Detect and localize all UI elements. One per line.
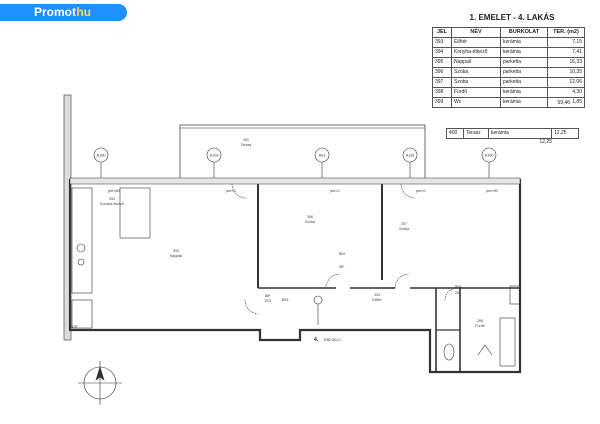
- door-swing: [231, 183, 247, 199]
- section-marker: [313, 295, 323, 325]
- toilet-icon: [443, 343, 455, 361]
- window-label: A03: [319, 154, 326, 158]
- storage-unit: [71, 299, 93, 329]
- room-code-room2: 397: [401, 222, 407, 226]
- room-name-kitchen: Konyha-étkező: [100, 202, 124, 206]
- table-row: 399 Wc kerámia 1,85: [432, 97, 585, 108]
- room-code-room1: 396: [307, 215, 313, 219]
- window-label: A10b: [97, 154, 106, 158]
- sink-icon: [76, 243, 86, 253]
- window-markers: [93, 147, 497, 178]
- door-label: 88*: [265, 294, 271, 298]
- window-label: A10b: [485, 154, 494, 158]
- table-row: 400 Terasz kerámia 12,25: [446, 128, 579, 139]
- room-table-total: 59,46: [557, 100, 570, 106]
- door-swing: [244, 299, 260, 315]
- row-area: 1,85: [547, 97, 585, 108]
- kitchen-counter: [71, 187, 93, 294]
- room-table: JEL NÉV BURKOLAT TER. (m2) 393 Előtér ke…: [432, 27, 585, 108]
- pm-label: pm=0: [416, 189, 426, 193]
- door-swing: [400, 183, 416, 199]
- door-swing: [325, 273, 341, 289]
- table-row: 396 Szoba parketta 10,35: [432, 67, 585, 78]
- room-name-living: Nappali: [170, 254, 182, 258]
- pm-label: pm=60: [108, 189, 120, 193]
- door-label: B03: [282, 298, 288, 302]
- door-swing: [394, 273, 410, 289]
- watermark-brand: Promot: [34, 5, 76, 19]
- north-arrow: [78, 361, 122, 405]
- washbasin-icon: [509, 285, 521, 305]
- room-name-hall: Előtér: [372, 298, 382, 302]
- window-label: A10a: [210, 154, 220, 158]
- door-swing: [444, 287, 458, 301]
- room-name-terrace: Terasz: [241, 143, 252, 147]
- watermark-badge: Promot .hu: [0, 4, 127, 21]
- room-code-kitchen: 394: [109, 197, 115, 201]
- facade-wall: [69, 177, 521, 185]
- room-name-room1: Szoba: [305, 220, 315, 224]
- door-label: 76: [455, 291, 459, 295]
- door-label: 213: [265, 299, 271, 303]
- room-name-room2: Szoba: [399, 227, 409, 231]
- shower-symbol: [477, 344, 493, 356]
- misc-label: LCE: [70, 324, 78, 329]
- pm-label: pm=90: [486, 189, 498, 193]
- apartment-code: E52 50-C: [324, 337, 341, 342]
- room-code-living: 395: [173, 249, 179, 253]
- terrace-outline: [179, 124, 426, 181]
- terrace-area: 12,25: [551, 128, 579, 139]
- door-label: B04: [455, 285, 461, 289]
- door-label: B02: [339, 252, 345, 256]
- room-code-bath: 398: [477, 319, 483, 323]
- terrace-total: 12,25: [539, 139, 552, 145]
- room-name-bath: Fürdő: [475, 324, 484, 328]
- pm-label: pm=0: [330, 189, 340, 193]
- pm-label: pm=0: [226, 189, 236, 193]
- room-code-hall: 393: [374, 293, 380, 297]
- apartment-outline: [68, 178, 522, 374]
- window-label: A11b: [406, 154, 415, 158]
- hob-icon: [77, 258, 85, 266]
- apartment-number: 4.: [314, 337, 319, 343]
- watermark-tld: .hu: [73, 5, 91, 19]
- kitchen-island: [119, 187, 151, 239]
- door-label: 90*: [339, 265, 345, 269]
- terrace-table: 400 Terasz kerámia 12,25: [446, 128, 579, 139]
- room-table-title: 1. EMELET - 4. LAKÁS: [469, 13, 555, 22]
- room-code-terrace: 400: [243, 138, 249, 142]
- bathtub-icon: [499, 317, 516, 367]
